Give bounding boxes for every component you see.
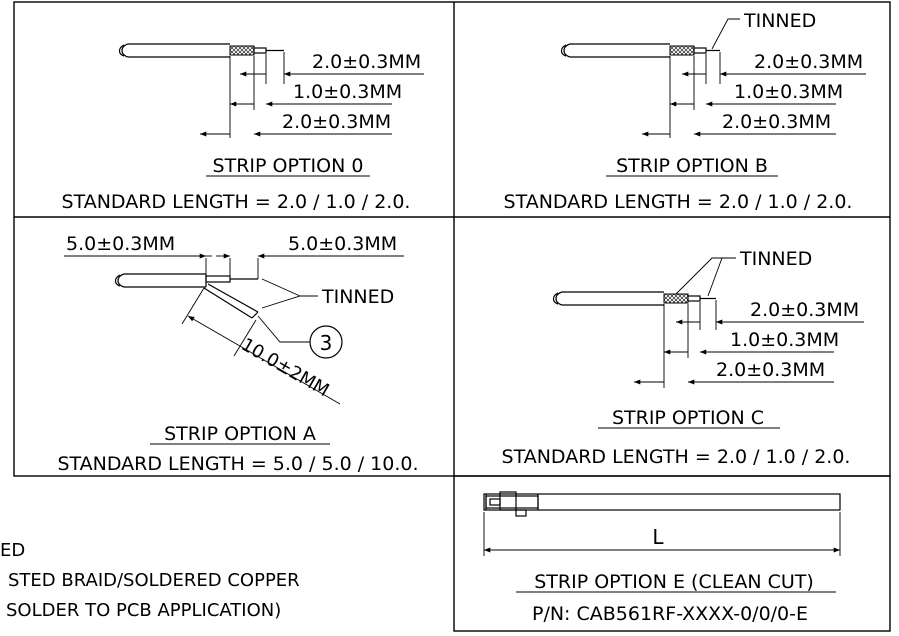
notes: ED STED BRAID/SOLDERED COPPER SOLDER TO …	[0, 540, 300, 621]
dim-label: 1.0±0.3MM	[734, 81, 843, 103]
tinned-label: TINNED	[739, 248, 812, 270]
strip-option-c: TINNED 2.0±0.3MM 1.0±0.3MM 2.0±0.3MM STR…	[502, 248, 864, 468]
dim-label: 1.0±0.3MM	[730, 329, 839, 351]
dim-label-left: 5.0±0.3MM	[66, 233, 175, 255]
dim-label: 2.0±0.3MM	[282, 111, 391, 133]
cable-drawing	[483, 491, 841, 517]
panel-title: STRIP OPTION E (CLEAN CUT)	[534, 571, 814, 593]
standard-length: STANDARD LENGTH = 2.0 / 1.0 / 2.0.	[502, 446, 851, 468]
dim-label-right: 5.0±0.3MM	[288, 233, 397, 255]
part-number: P/N: CAB561RF-XXXX-0/0/0-E	[532, 603, 808, 625]
panel-title: STRIP OPTION C	[612, 407, 764, 429]
cable-drawing	[114, 273, 259, 319]
dim-label: 2.0±0.3MM	[312, 51, 421, 73]
panel-title: STRIP OPTION A	[164, 423, 316, 445]
strip-option-e: L STRIP OPTION E (CLEAN CUT) P/N: CAB561…	[483, 491, 841, 625]
strip-option-0: 2.0±0.3MM 1.0±0.3MM 2.0±0.3MM STRIP OPTI…	[62, 43, 424, 213]
cable-drawing	[118, 43, 284, 58]
dim-label: 1.0±0.3MM	[293, 81, 402, 103]
standard-length: STANDARD LENGTH = 5.0 / 5.0 / 10.0.	[57, 453, 418, 475]
tinned-label: TINNED	[743, 10, 816, 32]
panel-title: STRIP OPTION 0	[213, 155, 364, 177]
strip-option-b: TINNED 2.0±0.3MM 1.0±0.3MM 2.0±0.3MM STR…	[504, 10, 866, 213]
strip-option-a: 5.0±0.3MM 5.0±0.3MM TINNED 3 10.0±2MM ST…	[57, 233, 418, 475]
dim-label: 2.0±0.3MM	[716, 359, 825, 381]
standard-length: STANDARD LENGTH = 2.0 / 1.0 / 2.0.	[504, 191, 853, 213]
note-line: SOLDER TO PCB APPLICATION)	[6, 600, 281, 621]
dim-label: 2.0±0.3MM	[722, 111, 831, 133]
dim-label: 2.0±0.3MM	[750, 299, 859, 321]
tinned-label: TINNED	[321, 286, 394, 308]
length-label: L	[652, 525, 664, 549]
cable-drawing	[552, 291, 716, 306]
balloon-callout: 3	[320, 331, 333, 355]
note-line: ED	[0, 540, 25, 561]
standard-length: STANDARD LENGTH = 2.0 / 1.0 / 2.0.	[62, 191, 411, 213]
note-line: STED BRAID/SOLDERED COPPER	[8, 570, 300, 591]
cable-drawing	[560, 43, 720, 58]
diag-dim-label: 10.0±2MM	[238, 334, 333, 401]
panel-frames	[13, 1, 891, 632]
panel-title: STRIP OPTION B	[616, 155, 768, 177]
dim-label: 2.0±0.3MM	[754, 51, 863, 73]
